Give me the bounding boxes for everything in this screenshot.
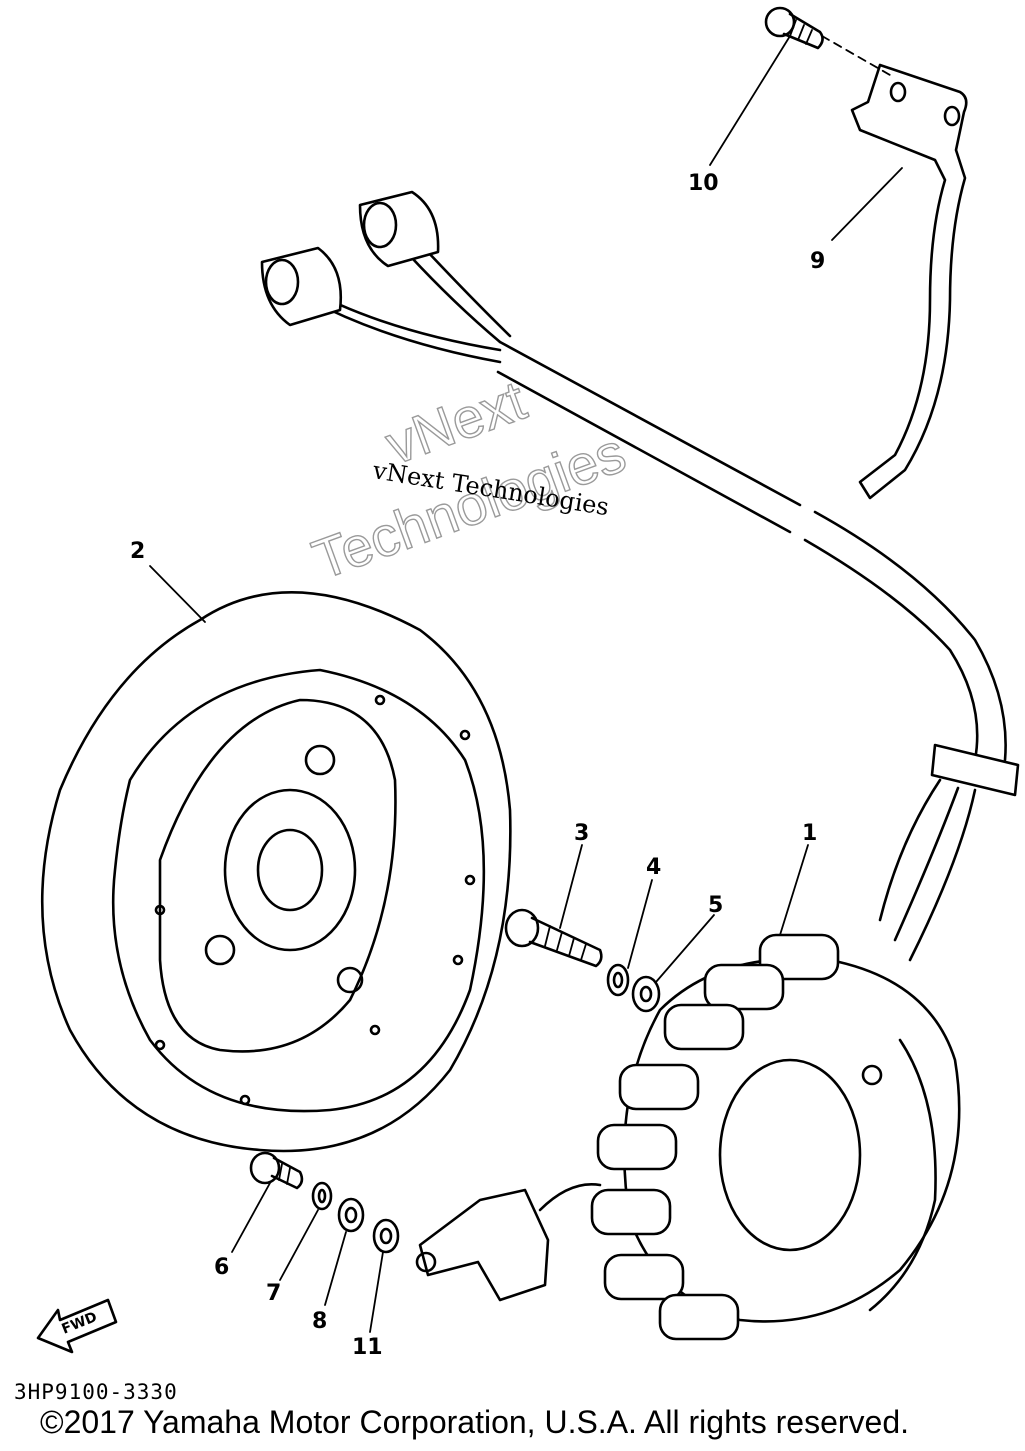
screw-part-10 <box>764 6 891 76</box>
fwd-arrow-icon: FWD <box>36 1298 118 1354</box>
wire-bracket-part-9 <box>850 63 968 500</box>
copyright-notice: ©2017 Yamaha Motor Corporation, U.S.A. A… <box>40 1404 910 1440</box>
callout-5: 5 <box>708 893 723 918</box>
bolt-part-3 <box>504 908 603 968</box>
screw-part-6 <box>249 1151 304 1190</box>
callout-1: 1 <box>802 821 817 846</box>
wire-harness <box>298 233 1020 962</box>
plain-washer-part-5 <box>631 975 661 1013</box>
callout-8: 8 <box>312 1309 327 1334</box>
watermark: vNext Technologies vNext Technologies <box>304 367 634 592</box>
lock-washer-part-4 <box>606 963 630 997</box>
leader-lines <box>149 35 903 1333</box>
rotor-flywheel-part-2 <box>40 591 512 1153</box>
lock-washer-part-7 <box>311 1181 333 1211</box>
callout-7: 7 <box>266 1281 281 1306</box>
callout-numbers: 2 1 3 4 5 10 9 6 7 8 11 <box>130 171 825 1360</box>
diagram-part-number: 3HP9100-3330 <box>14 1380 178 1404</box>
plain-washer-part-8 <box>337 1197 365 1233</box>
callout-3: 3 <box>574 821 589 846</box>
callout-10: 10 <box>688 171 719 196</box>
callout-4: 4 <box>646 855 661 880</box>
connector-plug-right <box>358 190 440 268</box>
callout-11: 11 <box>352 1335 383 1360</box>
connector-plug-left <box>260 246 343 327</box>
callout-6: 6 <box>214 1255 229 1280</box>
callout-2: 2 <box>130 539 145 564</box>
callout-9: 9 <box>810 249 825 274</box>
stator-coil-part-1 <box>590 933 961 1341</box>
pickup-coil <box>415 1183 602 1302</box>
plain-washer-part-11 <box>372 1218 400 1254</box>
